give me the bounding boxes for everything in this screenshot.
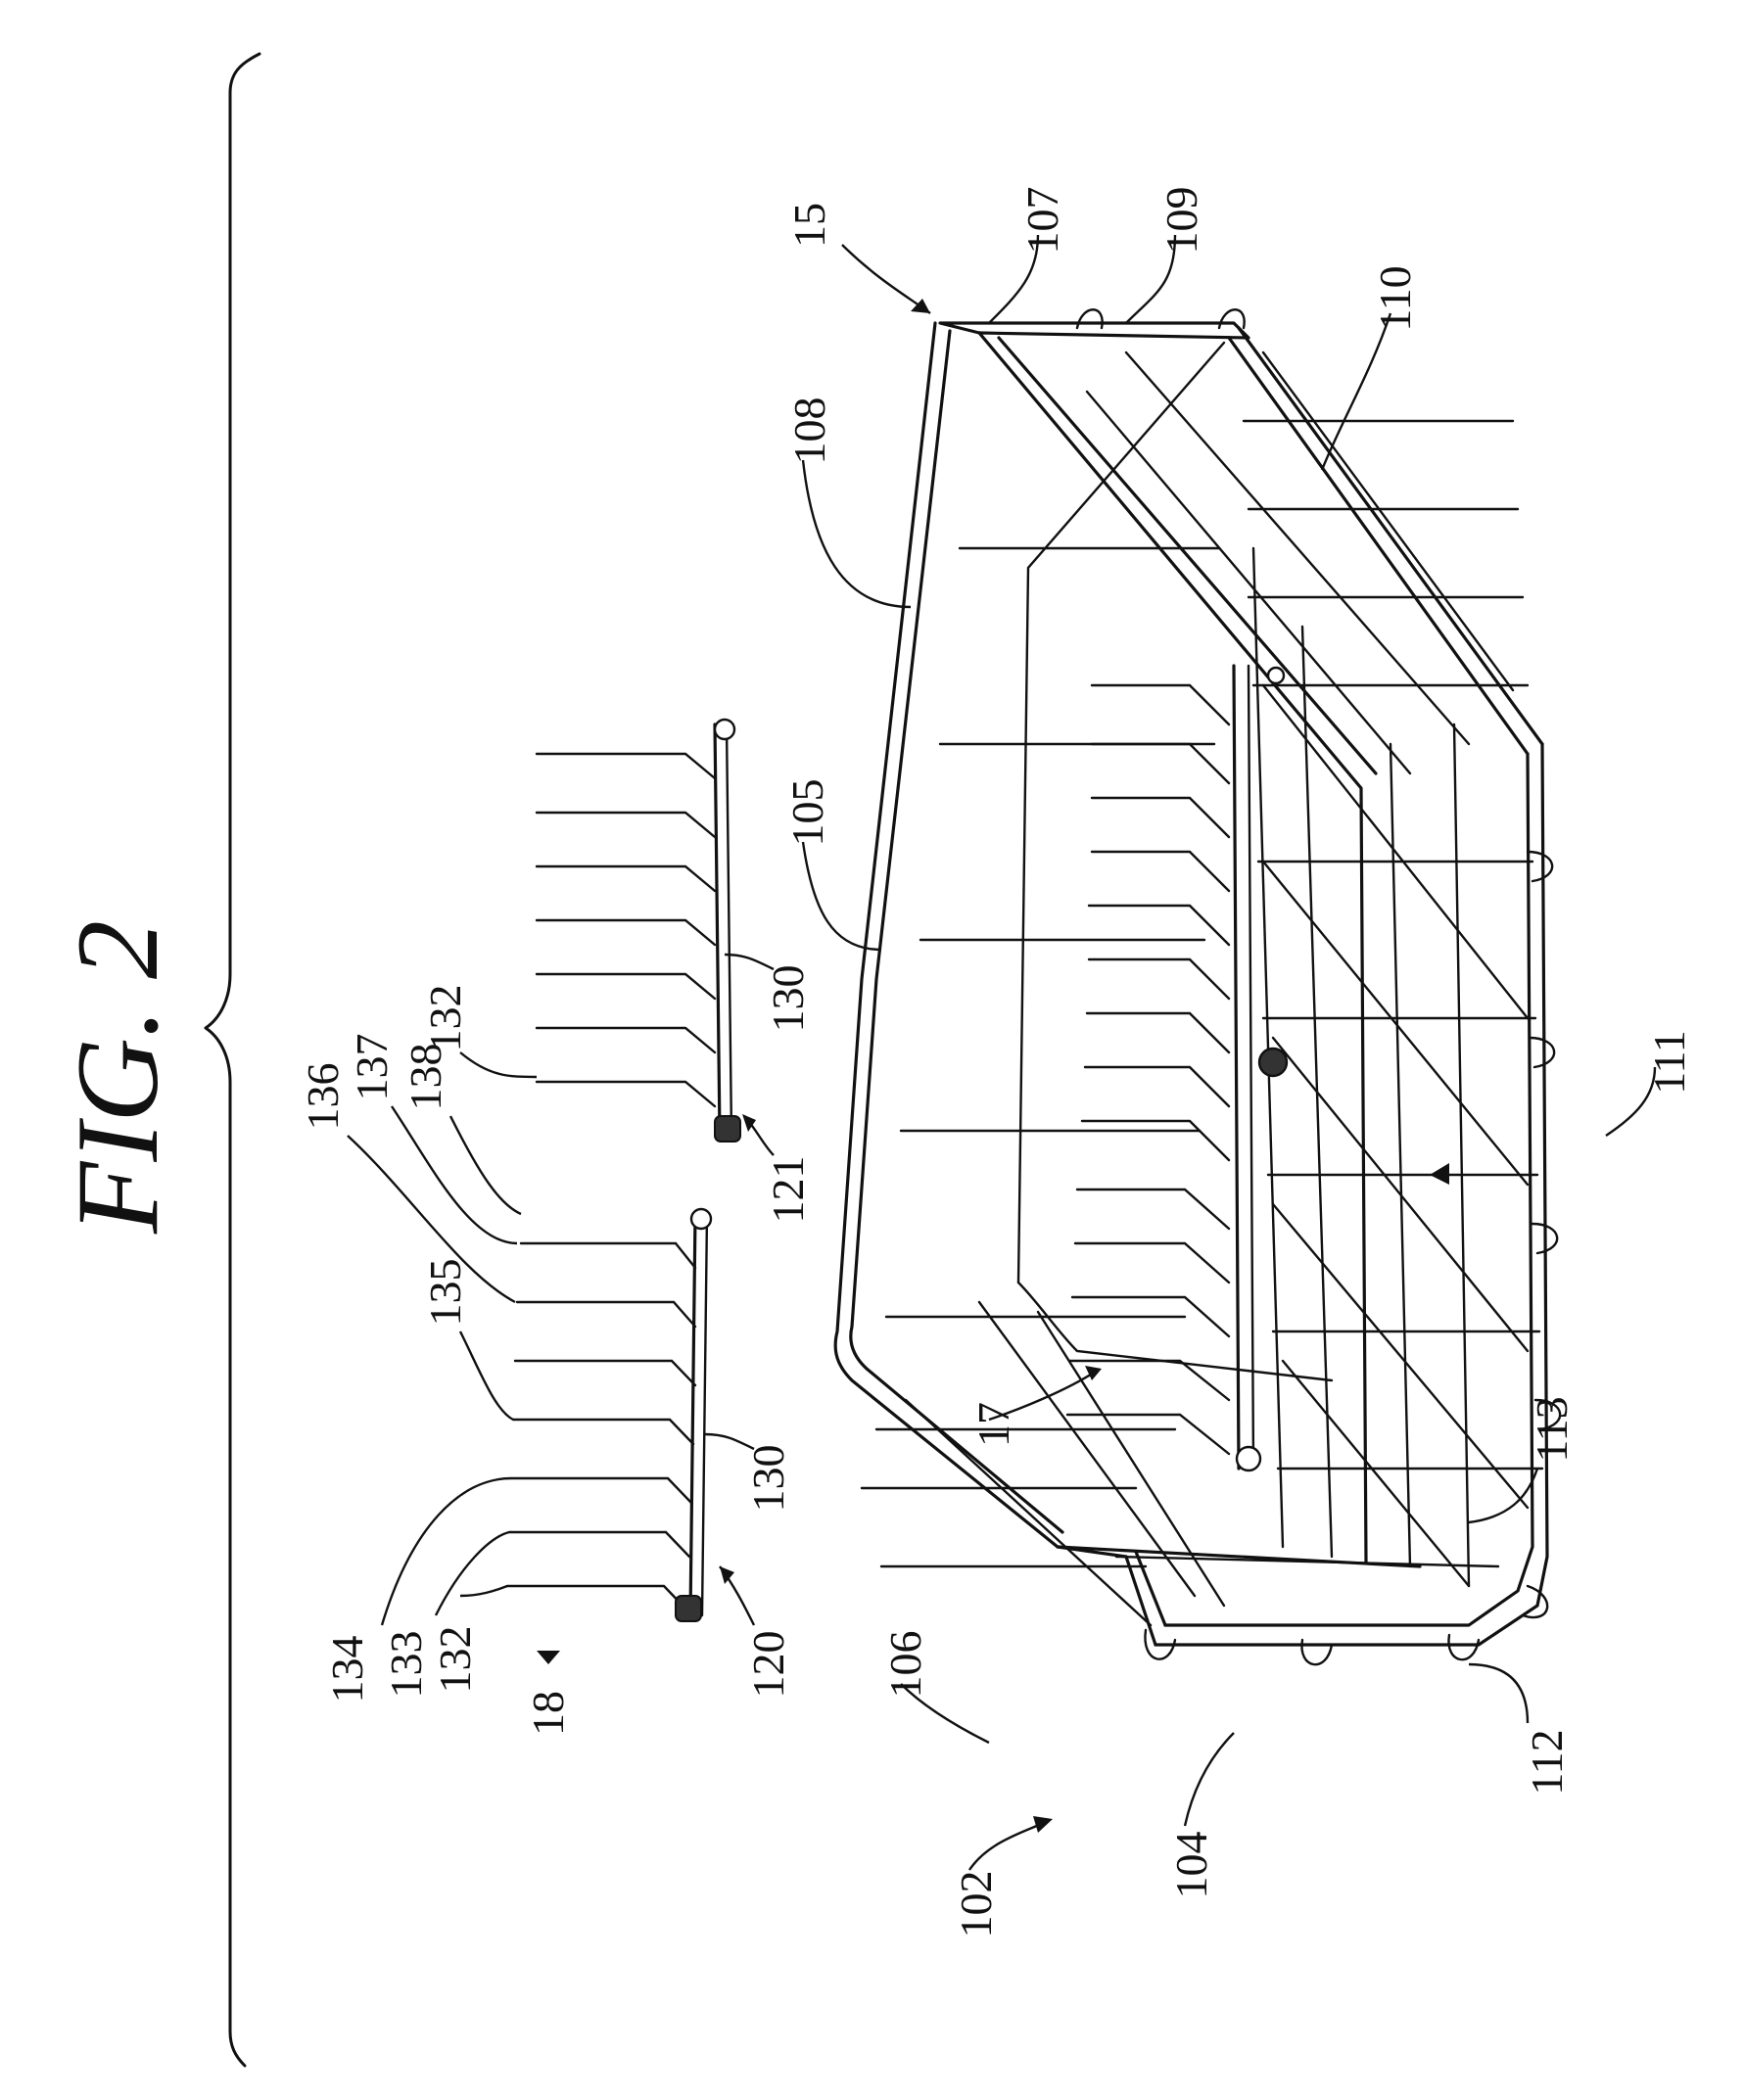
label-102: 102 bbox=[951, 1871, 1001, 1938]
label-18: 18 bbox=[523, 1691, 573, 1736]
label-106: 106 bbox=[880, 1631, 930, 1699]
label-15: 15 bbox=[784, 203, 834, 248]
label-120: 120 bbox=[743, 1631, 793, 1699]
grouping-bracket bbox=[206, 54, 259, 2066]
label-113: 113 bbox=[1527, 1396, 1577, 1462]
label-107: 107 bbox=[1017, 187, 1067, 255]
label-17: 17 bbox=[968, 1402, 1018, 1447]
label-104: 104 bbox=[1166, 1832, 1216, 1899]
dish-rack-basket bbox=[835, 309, 1560, 1664]
label-136: 136 bbox=[298, 1063, 348, 1131]
reference-numerals: 15 107 109 110 108 105 111 113 112 104 1… bbox=[298, 187, 1694, 1938]
label-134: 134 bbox=[322, 1636, 372, 1703]
label-132-upper: 132 bbox=[420, 985, 470, 1052]
label-130-lower: 130 bbox=[743, 1445, 793, 1513]
label-108: 108 bbox=[784, 397, 834, 465]
label-133: 133 bbox=[381, 1631, 431, 1699]
mounted-tine-rack bbox=[1067, 666, 1287, 1470]
label-109: 109 bbox=[1156, 187, 1206, 255]
basket-wire-grid bbox=[862, 352, 1542, 1625]
figure-title: FIG. 2 bbox=[52, 920, 182, 1235]
label-105: 105 bbox=[782, 779, 832, 847]
label-111: 111 bbox=[1644, 1030, 1694, 1095]
label-132-lower: 132 bbox=[430, 1626, 480, 1694]
basket-top-rim bbox=[940, 323, 1249, 338]
label-138: 138 bbox=[401, 1044, 450, 1111]
label-121: 121 bbox=[763, 1156, 813, 1224]
label-112: 112 bbox=[1522, 1729, 1572, 1795]
tine-rack-121 bbox=[537, 720, 740, 1142]
label-135: 135 bbox=[420, 1259, 470, 1327]
label-110: 110 bbox=[1370, 265, 1420, 331]
label-130-upper: 130 bbox=[763, 965, 813, 1033]
label-137: 137 bbox=[347, 1034, 397, 1101]
tine-rack-120 bbox=[507, 1209, 711, 1621]
